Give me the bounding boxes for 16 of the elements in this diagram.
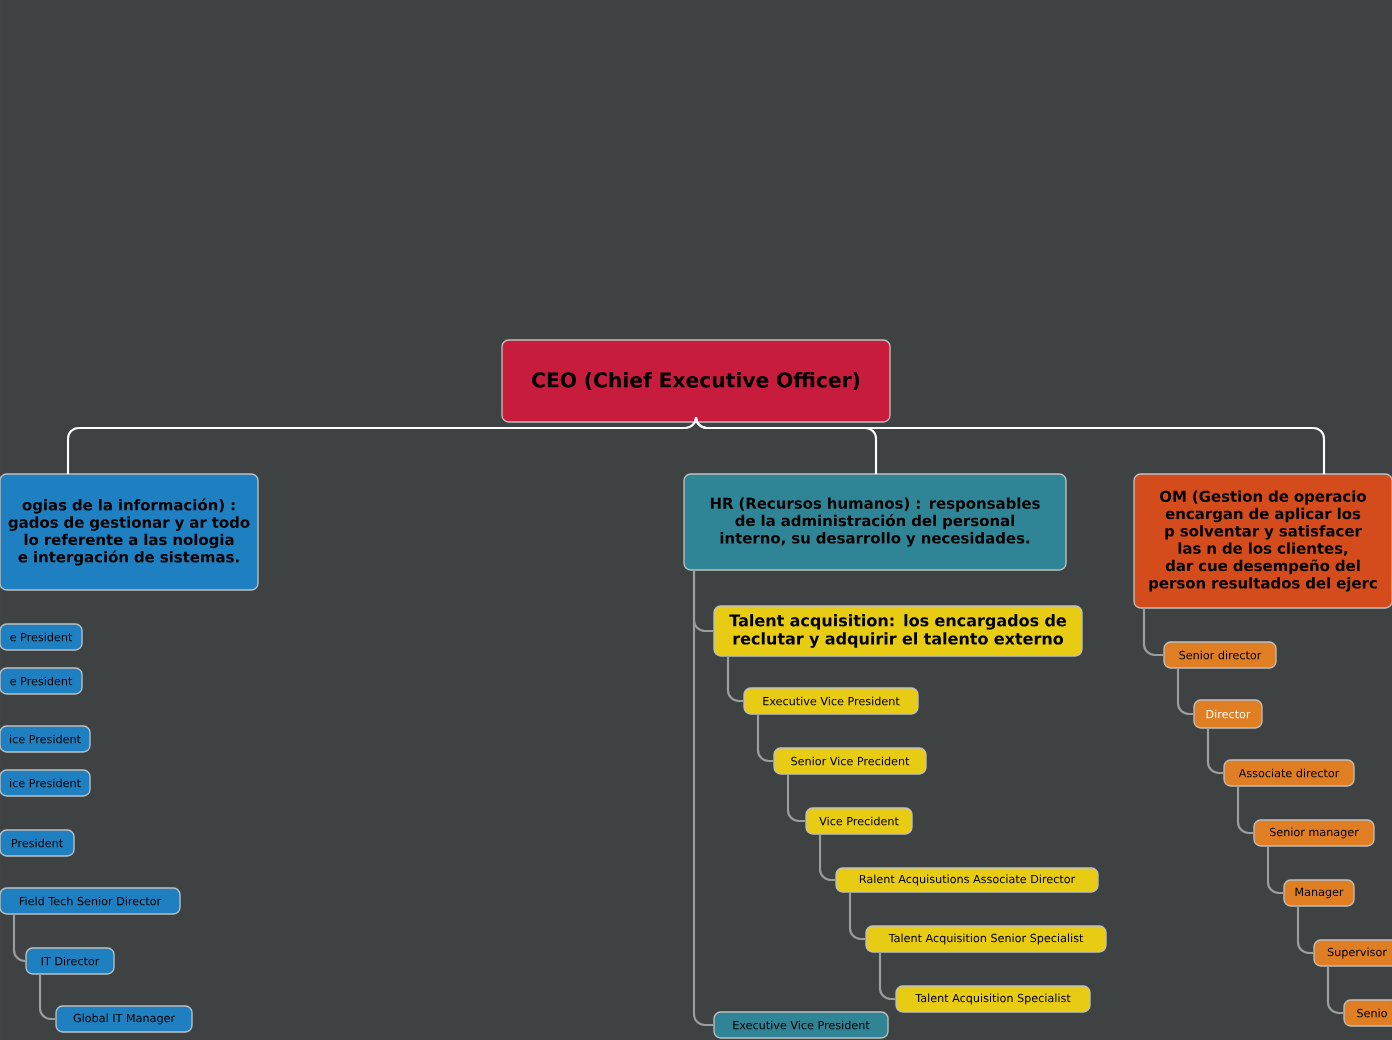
connector-line xyxy=(726,656,744,703)
connector-line xyxy=(1142,608,1164,657)
connector-line xyxy=(1176,668,1194,716)
connector-line xyxy=(66,416,698,474)
connector-line xyxy=(756,714,774,763)
connector-line xyxy=(1266,846,1284,895)
connector-line xyxy=(694,416,1326,474)
connector-line xyxy=(1296,906,1314,955)
rounded-box: CEO (Chief Executive Officer) xyxy=(501,339,891,423)
connector-line xyxy=(1236,786,1254,835)
connector-line xyxy=(848,892,866,941)
connector-line xyxy=(786,774,806,823)
group-box: Talent acquisition: los encargados de reclutar y adquirir el talento externo xyxy=(713,605,1083,657)
connector-line xyxy=(12,914,26,963)
connector-line xyxy=(818,834,836,882)
connector-line xyxy=(1206,728,1224,775)
